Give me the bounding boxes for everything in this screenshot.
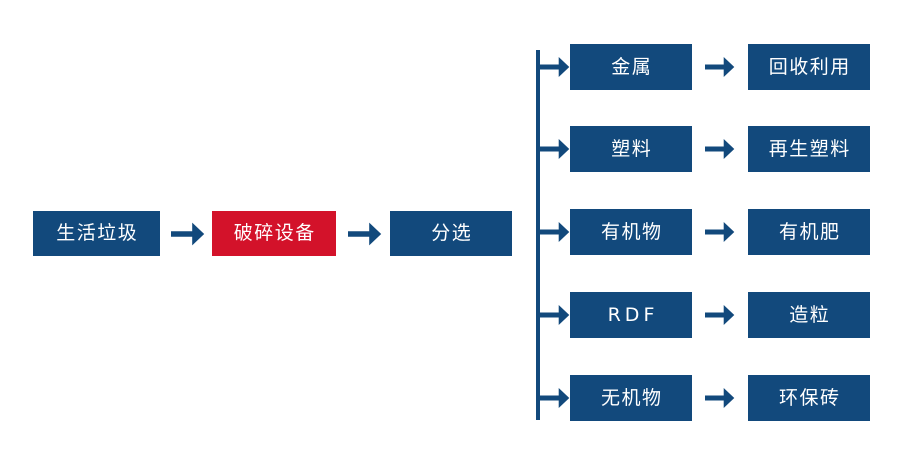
- node-main-2[interactable]: 分选: [390, 211, 512, 256]
- right-arrow-icon-branch-mid-0: [700, 44, 740, 90]
- right-arrow-icon-branch-mid-2: [700, 209, 740, 255]
- node-branch-material-0[interactable]: 金属: [570, 44, 692, 90]
- right-arrow-icon-branch-4: [539, 375, 571, 421]
- right-arrow-icon-main-0: [168, 212, 208, 256]
- right-arrow-icon-branch-1: [539, 126, 571, 172]
- node-branch-product-1[interactable]: 再生塑料: [748, 126, 870, 172]
- node-branch-product-2[interactable]: 有机肥: [748, 209, 870, 255]
- node-branch-product-3[interactable]: 造粒: [748, 292, 870, 338]
- right-arrow-icon-branch-mid-1: [700, 126, 740, 172]
- node-branch-material-2[interactable]: 有机物: [570, 209, 692, 255]
- vertical-trunk-connector: [536, 50, 540, 420]
- right-arrow-icon-branch-mid-3: [700, 292, 740, 338]
- right-arrow-icon-main-1: [345, 212, 385, 256]
- node-branch-material-4[interactable]: 无机物: [570, 375, 692, 421]
- node-branch-material-1[interactable]: 塑料: [570, 126, 692, 172]
- node-branch-product-0[interactable]: 回收利用: [748, 44, 870, 90]
- right-arrow-icon-branch-0: [539, 44, 571, 90]
- right-arrow-icon-branch-2: [539, 209, 571, 255]
- right-arrow-icon-branch-mid-4: [700, 375, 740, 421]
- node-branch-product-4[interactable]: 环保砖: [748, 375, 870, 421]
- node-main-0[interactable]: 生活垃圾: [33, 211, 160, 256]
- node-branch-material-3[interactable]: RDF: [570, 292, 692, 338]
- right-arrow-icon-branch-3: [539, 292, 571, 338]
- node-main-1[interactable]: 破碎设备: [212, 211, 336, 256]
